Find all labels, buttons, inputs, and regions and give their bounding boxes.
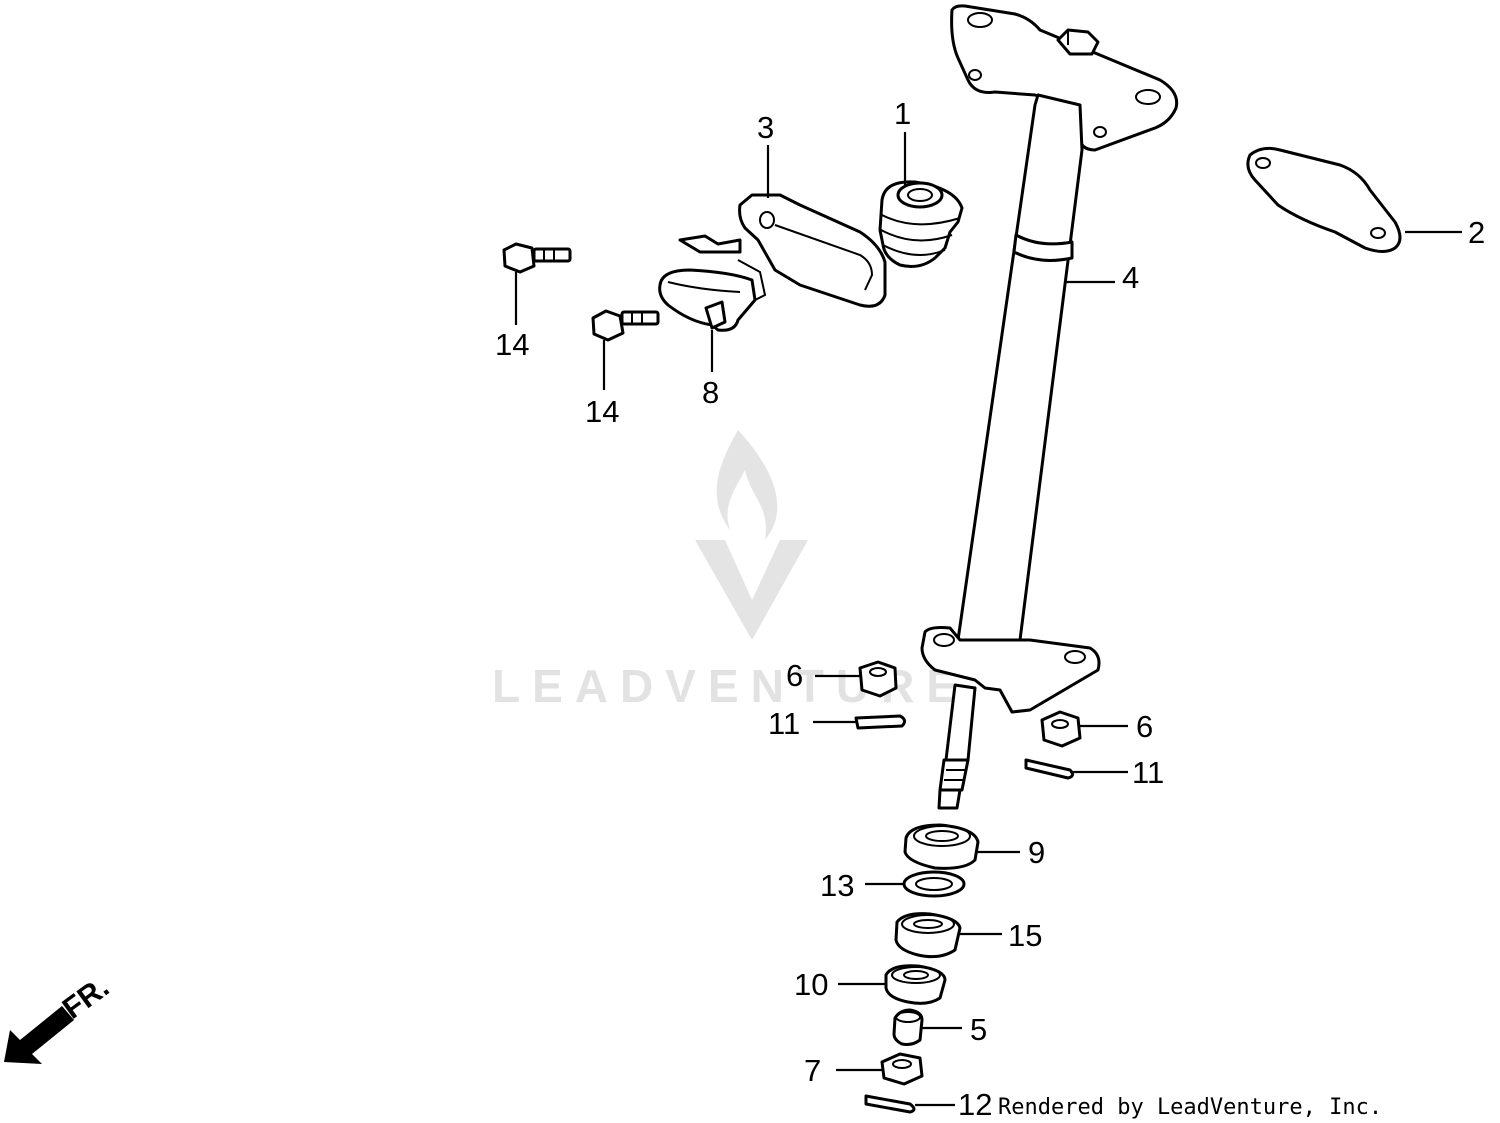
callout-1: 1 [894, 96, 911, 131]
callout-12: 12 [958, 1087, 992, 1122]
callout-labels: 1 2 3 4 8 14 14 6 6 11 11 9 13 15 10 5 7… [495, 96, 1485, 1122]
callout-3: 3 [757, 110, 774, 145]
flange-bolt-lower [591, 309, 660, 342]
callout-14-lower: 14 [585, 394, 619, 429]
callout-11-right: 11 [1132, 755, 1164, 790]
shaft-holder-cap [1246, 146, 1402, 253]
castle-nut-left [858, 660, 898, 698]
collar [892, 1008, 924, 1046]
steering-shaft [920, 4, 1179, 810]
callout-9: 9 [1028, 835, 1045, 870]
castle-nut-right [1040, 710, 1082, 748]
flange-bolt-upper [502, 242, 572, 274]
watermark-logo: LEADVENTURE [492, 430, 969, 712]
shaft-holder-bracket [678, 193, 887, 308]
callout-15: 15 [1008, 918, 1042, 953]
cotter-pin-left [854, 714, 907, 730]
callout-4: 4 [1122, 260, 1139, 295]
cotter-pin-bottom [864, 1094, 916, 1114]
dust-seal [884, 964, 947, 1005]
render-credit: Rendered by LeadVenture, Inc. [998, 1095, 1382, 1120]
front-arrow-icon [4, 1006, 74, 1064]
callout-8: 8 [702, 375, 719, 410]
front-direction-indicator: FR. [4, 971, 115, 1064]
steering-dust-seal [878, 180, 964, 268]
callout-6-left: 6 [786, 658, 803, 693]
callout-11-left: 11 [768, 706, 800, 741]
callout-6-right: 6 [1136, 709, 1153, 744]
shaft-bearing [903, 823, 980, 870]
watermark-text: LEADVENTURE [492, 660, 969, 712]
callout-5: 5 [970, 1012, 987, 1047]
radial-bearing [894, 912, 962, 959]
shaft-clamp-band [658, 259, 767, 332]
callout-13: 13 [820, 868, 854, 903]
callout-10: 10 [794, 967, 828, 1002]
callout-7: 7 [804, 1053, 821, 1088]
steering-shaft-nut [880, 1052, 924, 1086]
callout-2: 2 [1468, 215, 1485, 250]
leader-lines [514, 132, 1462, 1107]
callout-14-upper: 14 [495, 327, 529, 362]
cotter-pin-right [1024, 758, 1075, 780]
oil-seal [902, 870, 966, 898]
